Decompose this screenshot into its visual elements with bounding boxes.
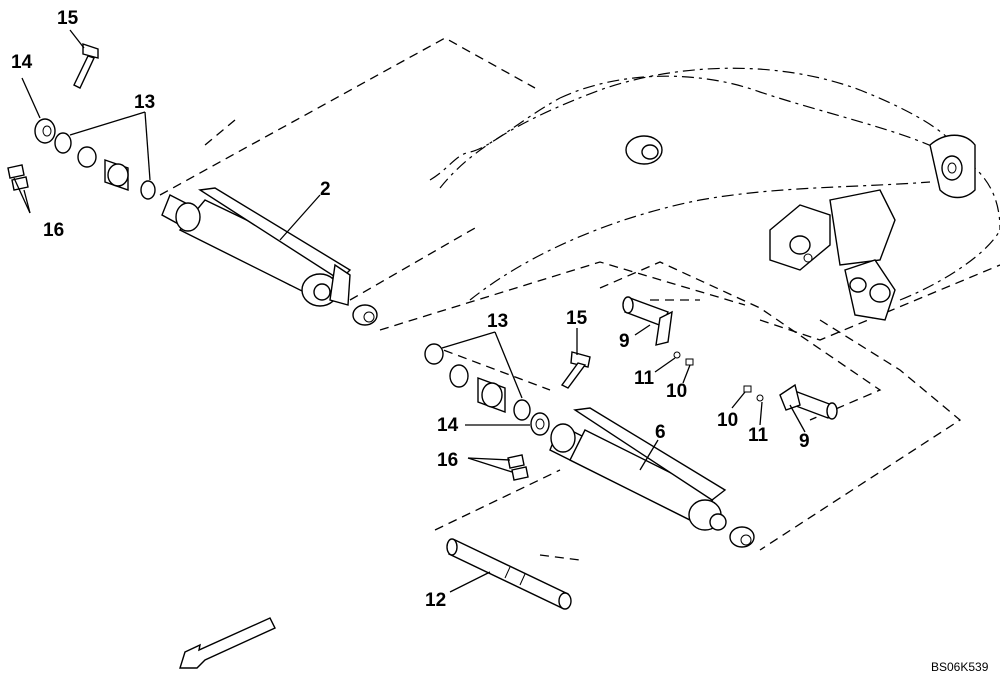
- callout-9-left: 9: [619, 331, 630, 352]
- reference-dashed-lines: [159, 37, 1000, 561]
- callout-15-top: 15: [57, 8, 79, 29]
- callout-14-mid: 14: [437, 415, 459, 436]
- boom-bracket: [769, 134, 976, 321]
- pin-9-left: [622, 296, 694, 366]
- drawing-code: BS06K539: [931, 660, 989, 674]
- callout-6: 6: [655, 422, 666, 443]
- callout-14-top: 14: [11, 52, 33, 73]
- pin-12: [446, 538, 572, 610]
- callout-15-mid: 15: [566, 308, 588, 329]
- leader-lines: [13, 29, 806, 593]
- callout-16-mid: 16: [437, 450, 458, 471]
- callout-2: 2: [320, 179, 331, 200]
- pin-9-right: [743, 383, 838, 420]
- lower-hardware: [424, 343, 591, 481]
- callout-12: 12: [425, 590, 446, 611]
- boom-phantom-outline: [429, 67, 1000, 301]
- boom-pin-boss: [625, 135, 663, 165]
- callout-10-right: 10: [717, 410, 738, 431]
- callout-labels: 15 14 13 16 2 13 15 9 11 10 10 11 9 14 6…: [11, 8, 989, 674]
- callout-16-top: 16: [43, 220, 64, 241]
- callout-13-mid: 13: [487, 311, 508, 332]
- upper-hardware: [7, 43, 156, 200]
- callout-11-left: 11: [634, 368, 655, 389]
- callout-13-top: 13: [134, 92, 155, 113]
- cylinder-upper: [161, 187, 378, 326]
- direction-arrow-icon: [179, 617, 276, 669]
- callout-11-right: 11: [748, 425, 769, 446]
- callout-10-left: 10: [666, 381, 687, 402]
- callout-9-right: 9: [799, 431, 810, 452]
